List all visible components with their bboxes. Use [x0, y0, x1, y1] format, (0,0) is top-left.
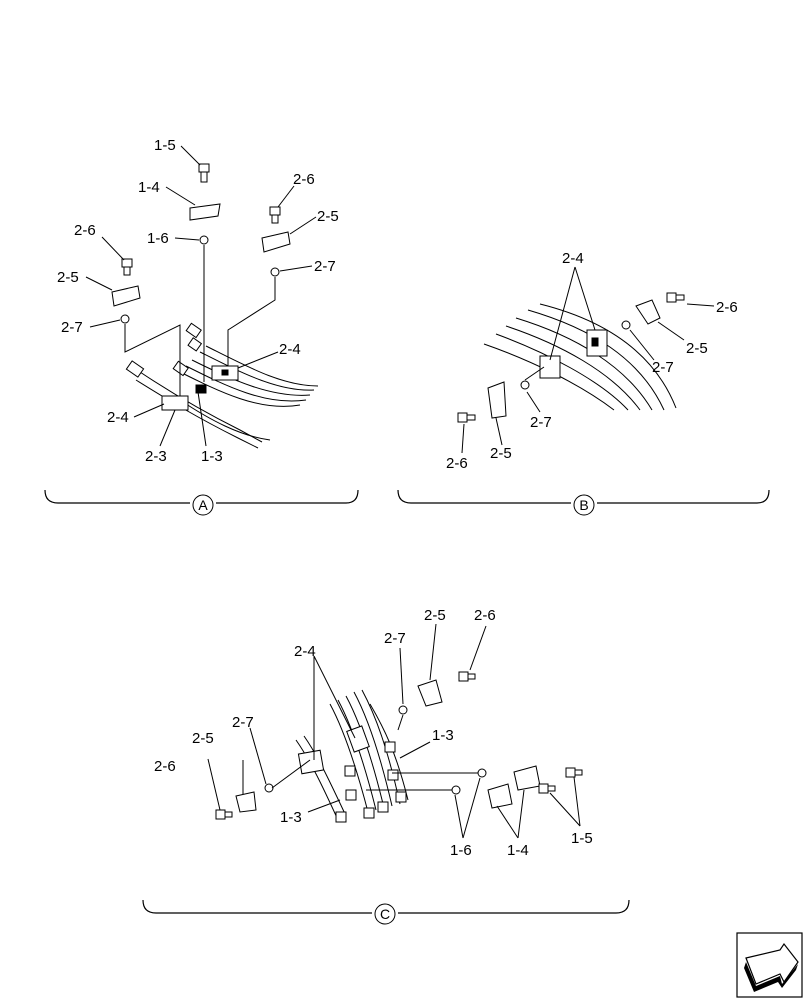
label-1-4: 1-4 — [138, 179, 160, 196]
view-b-washer-2-7-lower — [520, 380, 530, 390]
view-c-nut-1-6-lower — [451, 785, 461, 795]
view-c-bolt-2-6-lower — [215, 809, 233, 820]
label-2-6: 2-6 — [716, 299, 738, 316]
view-a-clamp-2-4-left — [161, 395, 189, 411]
view-c-nut-1-6-upper — [477, 768, 487, 778]
label-2-6: 2-6 — [446, 455, 468, 472]
label-2-5: 2-5 — [57, 269, 79, 286]
view-c-bracket-2-5-upper — [417, 679, 443, 707]
view-a-caption-circle — [192, 494, 214, 516]
label-2-4: 2-4 — [562, 250, 584, 267]
label-2-6: 2-6 — [293, 171, 315, 188]
label-2-4: 2-4 — [279, 341, 301, 358]
label-2-7: 2-7 — [61, 319, 83, 336]
view-b-washer-2-7-upper — [621, 320, 631, 330]
view-b-brace — [397, 489, 770, 504]
label-2-7: 2-7 — [530, 414, 552, 431]
view-b-bracket-2-5-right — [635, 299, 661, 325]
view-a-plate-1-4 — [189, 203, 221, 221]
view-b-clamp-2-4-lower — [539, 355, 561, 379]
view-a: 1-5 1-4 1-6 2-6 2-5 2-7 2-6 2-5 2-7 2-4 … — [44, 137, 359, 516]
label-2-5: 2-5 — [317, 208, 339, 225]
view-b-bolt-2-6-right — [666, 292, 685, 303]
view-c-plate-1-4-left — [487, 783, 513, 809]
label-2-5: 2-5 — [490, 445, 512, 462]
label-2-5: 2-5 — [424, 607, 446, 624]
label-2-5: 2-5 — [192, 730, 214, 747]
view-b-caption: B — [579, 497, 588, 513]
label-1-4: 1-4 — [507, 842, 529, 859]
view-a-bolt-2-6-right — [269, 206, 281, 224]
view-c-bolt-1-5-upper — [565, 767, 583, 778]
label-2-6: 2-6 — [474, 607, 496, 624]
view-c-bolt-2-6-upper — [458, 671, 476, 682]
view-b-caption-circle — [573, 494, 595, 516]
view-c-fittings — [335, 741, 407, 823]
view-c-caption: C — [380, 906, 390, 922]
view-c-bracket-2-5-lower — [235, 791, 257, 813]
view-a-bracket-2-5-right — [261, 231, 291, 253]
view-a-washer-2-7-right — [270, 267, 280, 277]
view-a-bracket-2-5-left — [111, 285, 141, 307]
view-a-nut-1-6 — [199, 235, 209, 245]
label-2-3: 2-3 — [145, 448, 167, 465]
label-2-7: 2-7 — [384, 630, 406, 647]
label-1-6: 1-6 — [450, 842, 472, 859]
view-c-brace — [142, 899, 630, 914]
view-c-clamp-2-4-right — [346, 725, 370, 753]
label-2-7: 2-7 — [232, 714, 254, 731]
view-b-bracket-2-5-left — [487, 381, 507, 419]
view-c-caption-circle — [374, 903, 396, 925]
label-2-4: 2-4 — [107, 409, 129, 426]
view-a-bolt-2-6-left — [121, 258, 133, 276]
label-1-6: 1-6 — [147, 230, 169, 247]
view-c: 2-5 2-6 2-7 2-4 1-3 2-5 2-7 2-6 1-3 1-6 … — [142, 607, 630, 925]
view-b-bolt-2-6-left — [457, 412, 476, 423]
view-c-plate-1-4-right — [513, 765, 541, 791]
view-a-brace — [44, 489, 359, 504]
view-c-clamp-2-4-left — [297, 749, 325, 775]
label-2-7: 2-7 — [314, 258, 336, 275]
view-a-caption: A — [198, 497, 208, 513]
label-2-6: 2-6 — [74, 222, 96, 239]
label-2-4: 2-4 — [294, 643, 316, 660]
label-1-5: 1-5 — [571, 830, 593, 847]
view-b: 2-4 2-6 2-5 2-7 2-7 2-6 2-5 B — [397, 250, 770, 516]
view-c-washer-2-7-upper — [398, 705, 408, 715]
navigation-arrow-icon[interactable] — [736, 932, 803, 998]
view-a-hoses — [125, 322, 319, 449]
label-1-3: 1-3 — [432, 727, 454, 744]
label-2-6: 2-6 — [154, 758, 176, 775]
label-2-5: 2-5 — [686, 340, 708, 357]
view-c-bolt-1-5-lower — [538, 783, 556, 794]
label-2-7: 2-7 — [652, 359, 674, 376]
view-c-washer-2-7-lower — [264, 783, 274, 793]
label-1-5: 1-5 — [154, 137, 176, 154]
view-a-bolt-1-5 — [198, 163, 210, 183]
label-1-3: 1-3 — [280, 809, 302, 826]
view-a-washer-2-7-left — [120, 314, 130, 324]
label-1-3: 1-3 — [201, 448, 223, 465]
